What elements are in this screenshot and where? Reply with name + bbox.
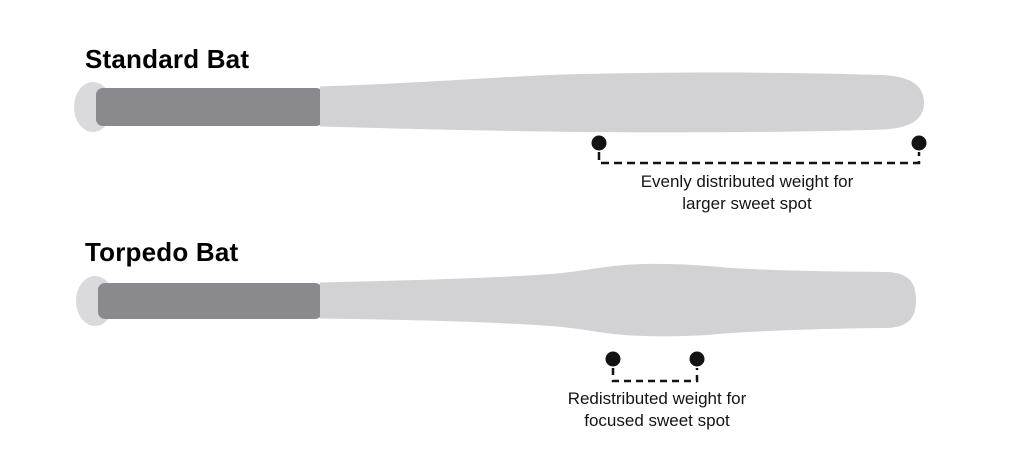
standard-sweet-spot-caption: Evenly distributed weight for larger swe… — [577, 171, 917, 215]
standard-caption-line2: larger sweet spot — [682, 194, 812, 213]
standard-caption-line1: Evenly distributed weight for — [640, 172, 854, 191]
standard-sweet-spot-marker-left — [591, 135, 607, 151]
torpedo-sweet-spot-caption: Redistributed weight for focused sweet s… — [487, 388, 827, 432]
torpedo-bat-barrel-shape — [320, 263, 916, 337]
torpedo-sweet-spot-bracket — [611, 368, 699, 383]
standard-bat-title: Standard Bat — [85, 44, 250, 74]
torpedo-caption-line2: focused sweet spot — [584, 411, 730, 430]
standard-sweet-spot-marker-right — [911, 135, 927, 151]
standard-bat-grip-shape — [96, 88, 323, 126]
torpedo-bat — [76, 263, 916, 383]
torpedo-caption-line1: Redistributed weight for — [567, 389, 747, 408]
torpedo-sweet-spot-marker-left — [605, 351, 621, 367]
torpedo-bat-title: Torpedo Bat — [85, 237, 239, 267]
standard-bat — [74, 72, 927, 165]
standard-sweet-spot-bracket — [597, 152, 921, 165]
standard-bat-barrel-shape — [320, 72, 924, 133]
torpedo-sweet-spot-marker-right — [689, 351, 705, 367]
torpedo-bat-grip-shape — [98, 283, 322, 319]
